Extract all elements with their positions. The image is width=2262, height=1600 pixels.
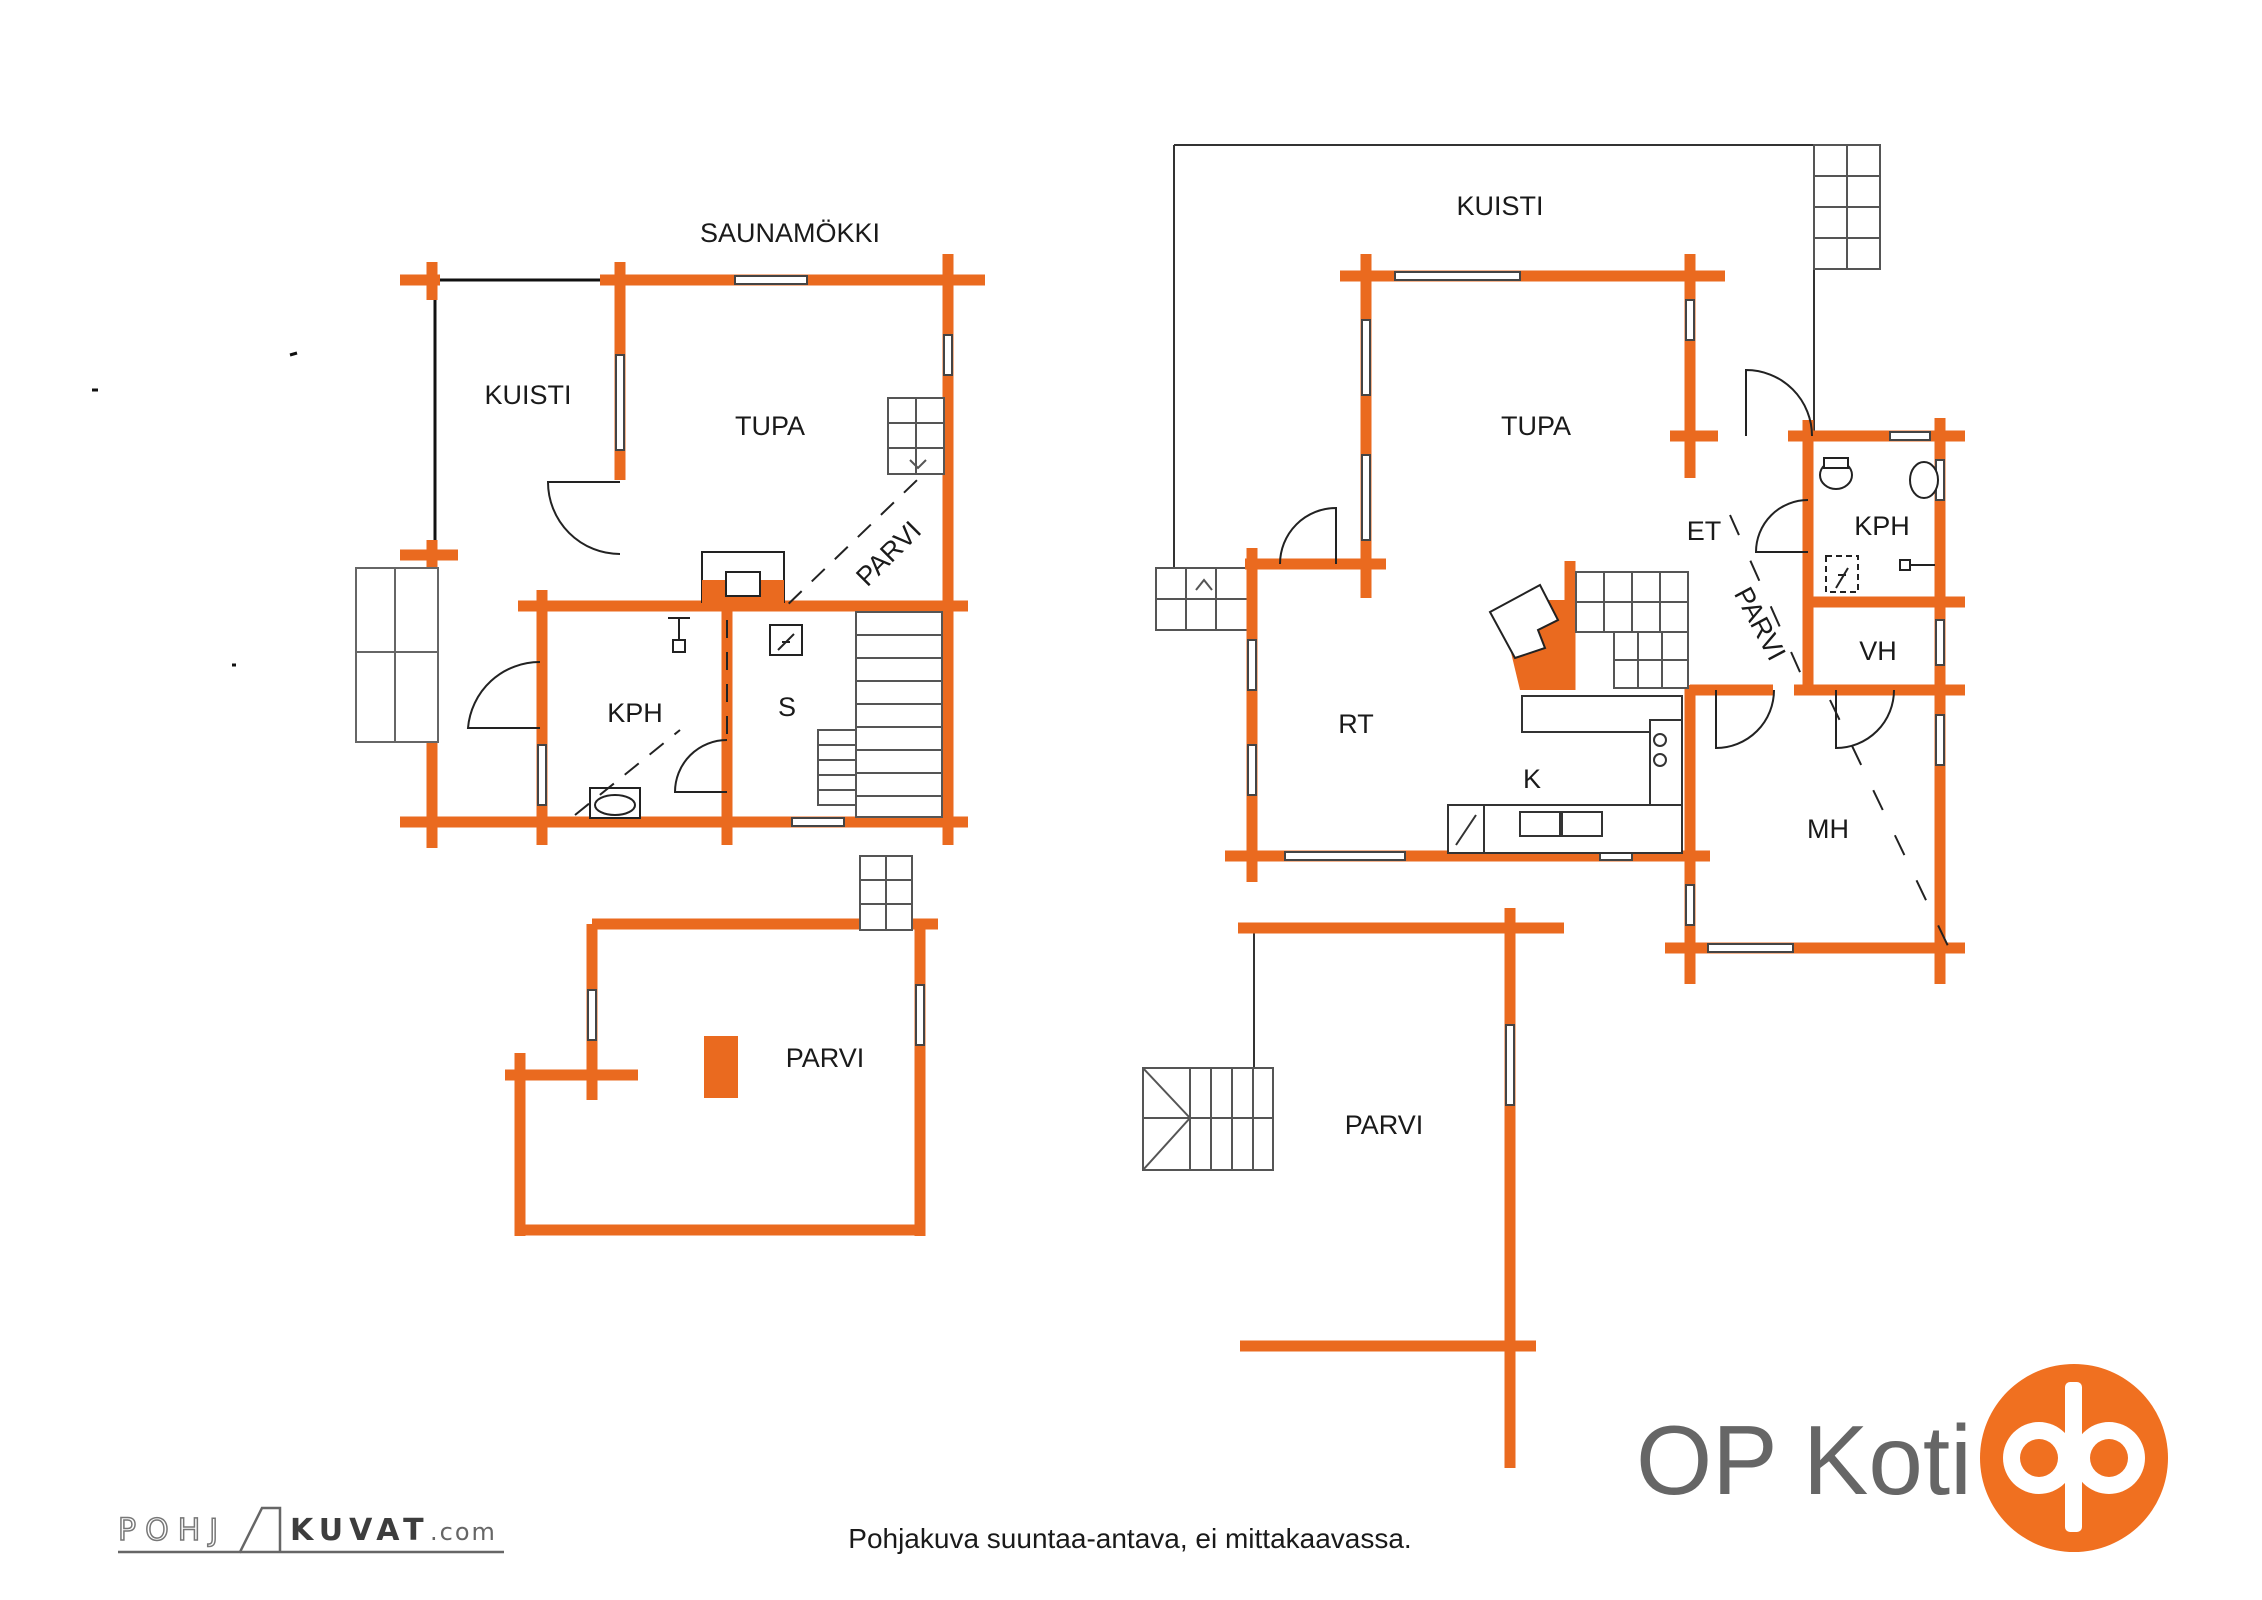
- disclaimer-text: Pohjakuva suuntaa-antava, ei mittakaavas…: [848, 1523, 1411, 1554]
- label-sauna-parvi-diagonal: PARVI: [850, 515, 927, 592]
- op-logo-icon: [1980, 1364, 2168, 1552]
- label-main-et: ET: [1687, 516, 1722, 546]
- main-fireplace: [1488, 583, 1572, 690]
- loft-chimney: [704, 1036, 738, 1098]
- main-porch-stairs-top: [1813, 144, 1881, 270]
- sauna-stove: [701, 551, 785, 606]
- sauna-loft: [505, 855, 938, 1236]
- sauna-windows: [537, 275, 953, 827]
- label-main-kph: KPH: [1854, 511, 1910, 541]
- main-loft: [1142, 908, 1564, 1468]
- label-main-parvi-diagonal: PARVI: [1728, 582, 1791, 665]
- label-sauna-kph: KPH: [607, 698, 663, 728]
- label-sauna-tupa: TUPA: [735, 411, 805, 441]
- label-main-vh: VH: [1859, 636, 1897, 666]
- sauna-sink-icon: [589, 787, 641, 819]
- sauna-porch-stairs: [355, 567, 439, 743]
- label-main-rt: RT: [1338, 709, 1374, 739]
- sauna-doors: [466, 481, 728, 793]
- sauna-tap-icon: [668, 617, 690, 653]
- label-main-k: K: [1523, 764, 1541, 794]
- label-main-tupa: TUPA: [1501, 411, 1571, 441]
- credit-right: KUVAT: [290, 1513, 430, 1548]
- main-kph-fixtures: [1819, 457, 1939, 593]
- sauna-building: [355, 254, 985, 848]
- main-kitchen-counters: [1447, 695, 1683, 854]
- main-loft-stairs: [1142, 1067, 1274, 1171]
- main-building: [1155, 144, 1965, 1160]
- main-doors: [1279, 368, 1895, 750]
- stray-marks: [92, 351, 298, 667]
- sauna-porch-frame: [433, 278, 605, 824]
- main-interior-stairs: [1575, 571, 1689, 689]
- sauna-interior-stairs: [817, 611, 943, 818]
- brand-name: OP Koti: [1636, 1405, 1972, 1515]
- label-main-parvi: PARVI: [1345, 1110, 1424, 1140]
- label-saunamokki: SAUNAMÖKKI: [700, 218, 880, 248]
- label-main-mh: MH: [1807, 814, 1849, 844]
- loft-stairs: [859, 855, 913, 931]
- credit-domain: .com: [430, 1518, 497, 1546]
- label-main-kuisti: KUISTI: [1456, 191, 1543, 221]
- label-sauna-kuisti: KUISTI: [484, 380, 571, 410]
- label-sauna-s: S: [778, 692, 796, 722]
- sauna-heater: [769, 624, 803, 656]
- label-sauna-parvi: PARVI: [786, 1043, 865, 1073]
- sauna-dashed-lines: [574, 457, 941, 816]
- pohjakuvat-logo-icon: POHJ KUVAT .com: [117, 1506, 504, 1554]
- credit-left: POHJ: [118, 1513, 227, 1548]
- sauna-tupa-stairs: [887, 397, 945, 475]
- main-porch-stairs-left: [1155, 567, 1249, 631]
- main-dashed-lines: [1729, 514, 1949, 947]
